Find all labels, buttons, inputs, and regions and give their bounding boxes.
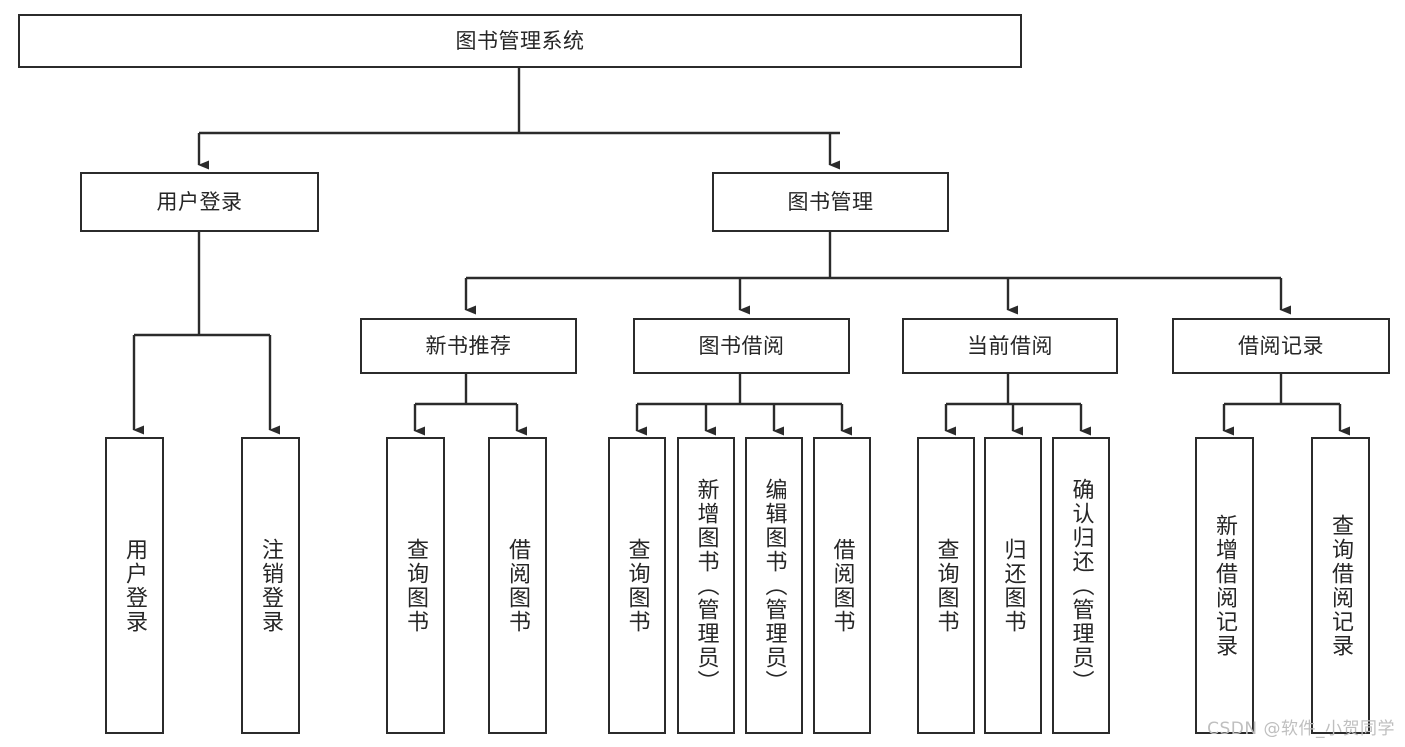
node-label: 图书借阅 (698, 333, 785, 358)
node-label: 借阅图书 (829, 537, 855, 634)
node-book-management[interactable]: 图书管理 (712, 172, 949, 232)
leaf-br-add-record[interactable]: 新增借阅记录 (1195, 437, 1254, 734)
leaf-bb-borrow-book[interactable]: 借阅图书 (813, 437, 871, 734)
node-label: 查询图书 (403, 537, 429, 634)
node-label: 用户登录 (156, 189, 243, 214)
node-new-book-recommend[interactable]: 新书推荐 (360, 318, 577, 374)
node-label: 图书管理 (787, 189, 874, 214)
node-label: 新书推荐 (425, 333, 512, 358)
node-label: 归还图书 (1000, 537, 1026, 634)
leaf-br-query-record[interactable]: 查询借阅记录 (1311, 437, 1370, 734)
node-root-system[interactable]: 图书管理系统 (18, 14, 1022, 68)
node-current-borrow[interactable]: 当前借阅 (902, 318, 1118, 374)
leaf-cb-confirm-return[interactable]: 确认归还（管理员） (1052, 437, 1110, 734)
leaf-nbr-query-book[interactable]: 查询图书 (386, 437, 445, 734)
node-label: 借阅记录 (1238, 333, 1324, 358)
leaf-nbr-borrow-book[interactable]: 借阅图书 (488, 437, 547, 734)
node-label: 图书管理系统 (455, 28, 585, 53)
leaf-user-login-login[interactable]: 用户登录 (105, 437, 164, 734)
node-label: 当前借阅 (967, 333, 1053, 358)
node-book-borrow[interactable]: 图书借阅 (633, 318, 850, 374)
leaf-bb-query-book[interactable]: 查询图书 (608, 437, 666, 734)
node-label: 查询借阅记录 (1328, 513, 1354, 658)
node-label: 借阅图书 (505, 537, 531, 634)
leaf-user-login-logout[interactable]: 注销登录 (241, 437, 300, 734)
node-label: 注销登录 (258, 537, 284, 634)
node-label: 新增借阅记录 (1212, 513, 1238, 658)
node-label: 用户登录 (122, 537, 148, 634)
node-user-login[interactable]: 用户登录 (80, 172, 319, 232)
leaf-bb-add-book[interactable]: 新增图书（管理员） (677, 437, 735, 734)
node-label: 查询图书 (624, 537, 650, 634)
node-label: 新增图书（管理员） (693, 477, 719, 694)
leaf-cb-return-book[interactable]: 归还图书 (984, 437, 1042, 734)
node-borrow-record[interactable]: 借阅记录 (1172, 318, 1390, 374)
node-label: 查询图书 (933, 537, 959, 634)
leaf-cb-query-book[interactable]: 查询图书 (917, 437, 975, 734)
leaf-bb-edit-book[interactable]: 编辑图书（管理员） (745, 437, 803, 734)
node-label: 确认归还（管理员） (1068, 477, 1094, 694)
node-label: 编辑图书（管理员） (761, 477, 787, 694)
